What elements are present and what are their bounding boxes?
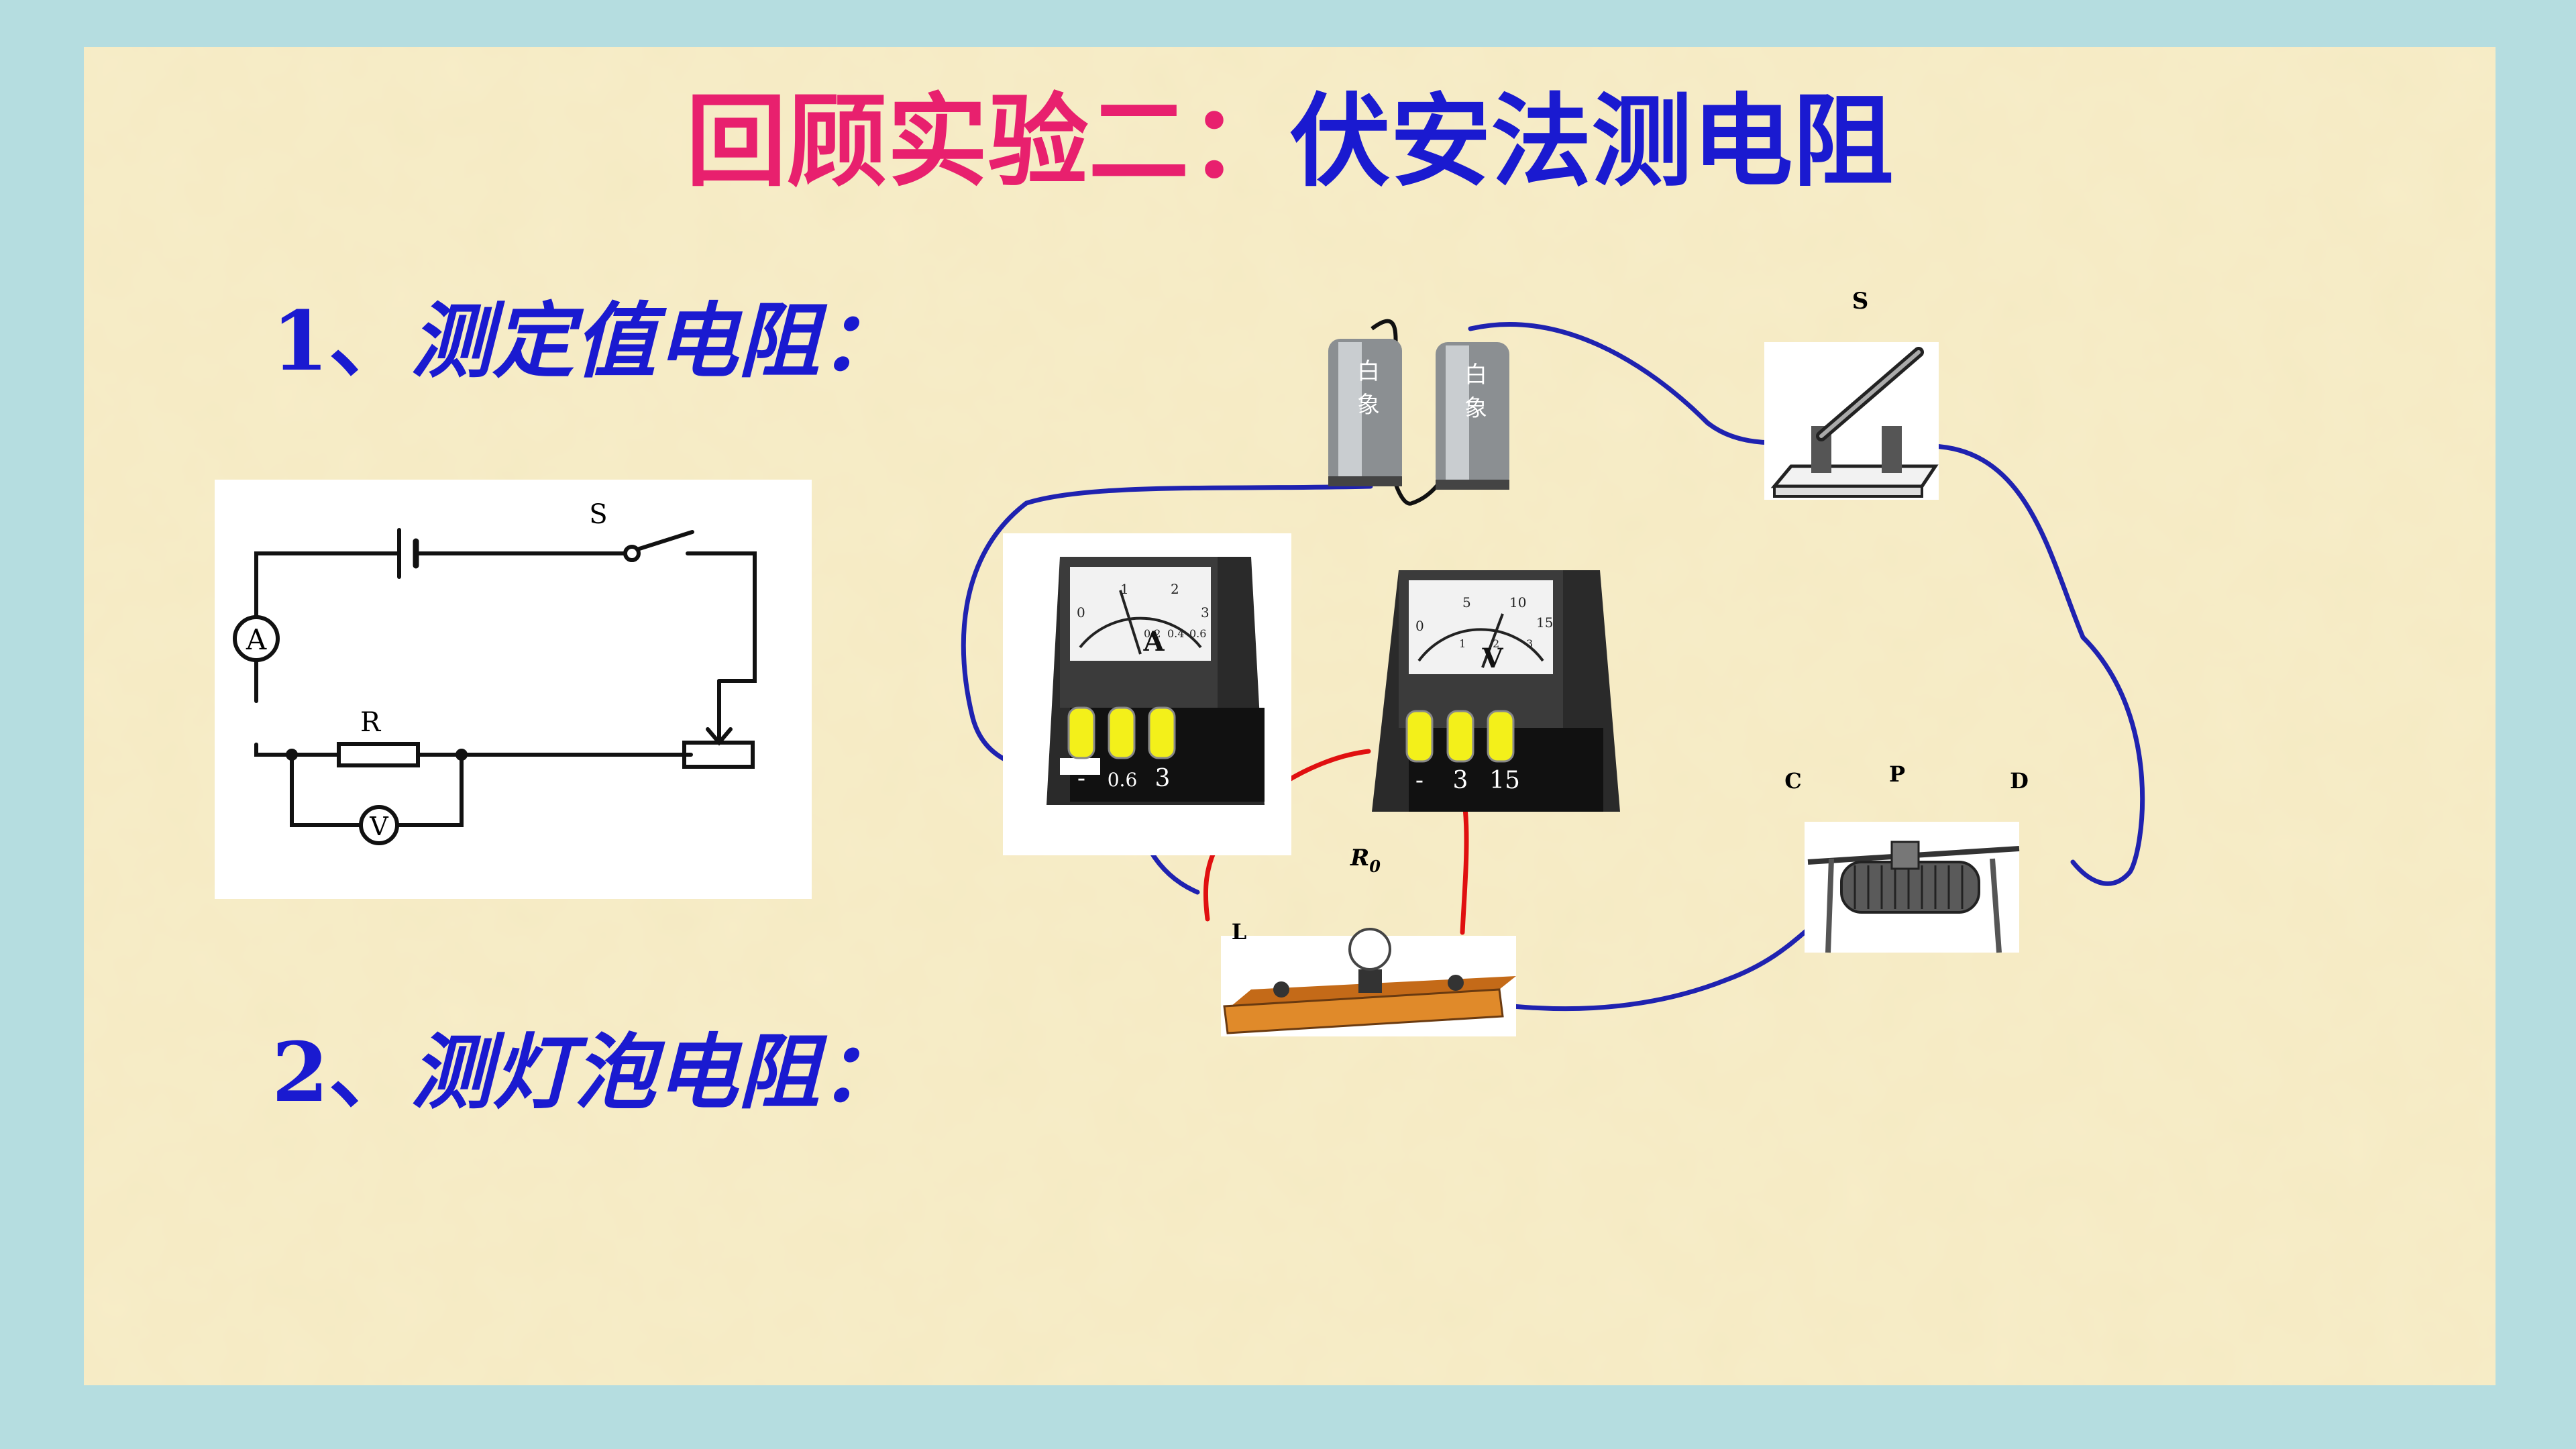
wire-battery-to-switch — [1468, 322, 1817, 445]
apparatus-diagram: 白 象 白 象 S A — [961, 288, 2145, 1036]
voltmeter-symbol-label: V — [1481, 643, 1503, 674]
lamp-label: L — [1232, 919, 1247, 945]
section-1-number: 1、 — [272, 292, 411, 389]
svg-text:2: 2 — [1171, 581, 1179, 597]
section-heading-1: 1、测定值电阻： — [272, 275, 902, 394]
wire-lamp-to-rheostat — [1510, 916, 1824, 1012]
svg-text:0.6: 0.6 — [1108, 769, 1138, 791]
page-title: 回顾实验二：伏安法测电阻 — [84, 60, 2496, 206]
rheostat-label-d: D — [2010, 768, 2029, 794]
rheostat-label-p: P — [1889, 761, 1905, 787]
switch-pivot — [623, 545, 641, 562]
battery-1-mark: 白 — [1357, 358, 1380, 385]
svg-text:0: 0 — [1077, 604, 1085, 621]
rheostat-slider-arrow — [706, 727, 733, 746]
junction-dot-right — [455, 749, 468, 761]
schematic-wire-right — [686, 551, 757, 683]
svg-text:-: - — [1415, 767, 1424, 794]
schematic-svg: A V R S — [233, 499, 757, 845]
title-colon: ： — [1189, 84, 1290, 201]
svg-text:3: 3 — [1201, 604, 1210, 621]
battery-2: 白 象 — [1436, 342, 1509, 490]
lamp-board — [1221, 928, 1516, 1036]
svg-text:象: 象 — [1357, 392, 1380, 419]
svg-text:10: 10 — [1509, 594, 1526, 610]
svg-text:0: 0 — [1415, 618, 1424, 634]
title-part2: 伏安法测电阻 — [1289, 84, 1894, 201]
switch-label: S — [589, 499, 607, 530]
svg-text:2: 2 — [1493, 637, 1499, 650]
resistor-label: R — [360, 707, 382, 738]
wire-switch-to-rheostat — [1929, 443, 2145, 886]
rheostat-label-c: C — [1784, 768, 1801, 794]
section-2-number: 2、 — [272, 1024, 411, 1120]
wire-battery-to-ammeter — [961, 484, 1373, 773]
battery-2-mark: 白 — [1464, 362, 1487, 388]
voltmeter-wire-right — [392, 753, 464, 827]
schematic-wire-bottom-left — [254, 746, 294, 757]
section-1-text: 测定值电阻： — [410, 292, 902, 389]
svg-text:3: 3 — [1155, 765, 1171, 792]
voltmeter-wire-left — [290, 753, 366, 827]
svg-text:0.6: 0.6 — [1189, 627, 1206, 640]
voltmeter-label: V — [369, 812, 388, 841]
rheostat — [1805, 822, 2020, 953]
svg-text:象: 象 — [1464, 395, 1487, 422]
voltmeter: V 0 5 10 15 1 2 3 - 3 15 — [1372, 570, 1620, 812]
svg-text:15: 15 — [1536, 614, 1553, 631]
svg-text:0.4: 0.4 — [1167, 627, 1184, 640]
svg-text:-: - — [1077, 765, 1085, 792]
svg-text:1: 1 — [1459, 637, 1466, 650]
ammeter: A 0 1 2 3 0.2 0.4 0.6 - 0.6 3 — [1003, 533, 1291, 855]
voltmeter-symbol — [359, 805, 399, 845]
ammeter-symbol — [233, 615, 280, 662]
circuit-schematic: A V R S — [215, 480, 812, 899]
battery-1: 白 象 — [1328, 339, 1402, 486]
switch-blade — [635, 530, 694, 551]
svg-text:3: 3 — [1453, 767, 1468, 794]
section-heading-2: 2、测灯泡电阻： — [272, 1006, 902, 1125]
knife-switch — [1764, 342, 1939, 500]
svg-text:3: 3 — [1526, 637, 1533, 650]
slide: 回顾实验二：伏安法测电阻 1、测定值电阻： 2、测灯泡电阻： — [84, 47, 2496, 1385]
junction-dot-left — [286, 749, 298, 761]
switch-apparatus-label: S — [1852, 288, 1869, 315]
title-part1: 回顾实验二 — [686, 84, 1189, 201]
svg-text:0.2: 0.2 — [1144, 627, 1161, 640]
resistor-apparatus-label: R0 — [1350, 845, 1381, 876]
svg-text:5: 5 — [1462, 594, 1471, 610]
svg-text:1: 1 — [1120, 581, 1129, 597]
section-2-text: 测灯泡电阻： — [410, 1024, 902, 1120]
ammeter-symbol-label: A — [1142, 626, 1165, 657]
ammeter-label: A — [246, 623, 267, 656]
svg-text:15: 15 — [1489, 767, 1520, 794]
